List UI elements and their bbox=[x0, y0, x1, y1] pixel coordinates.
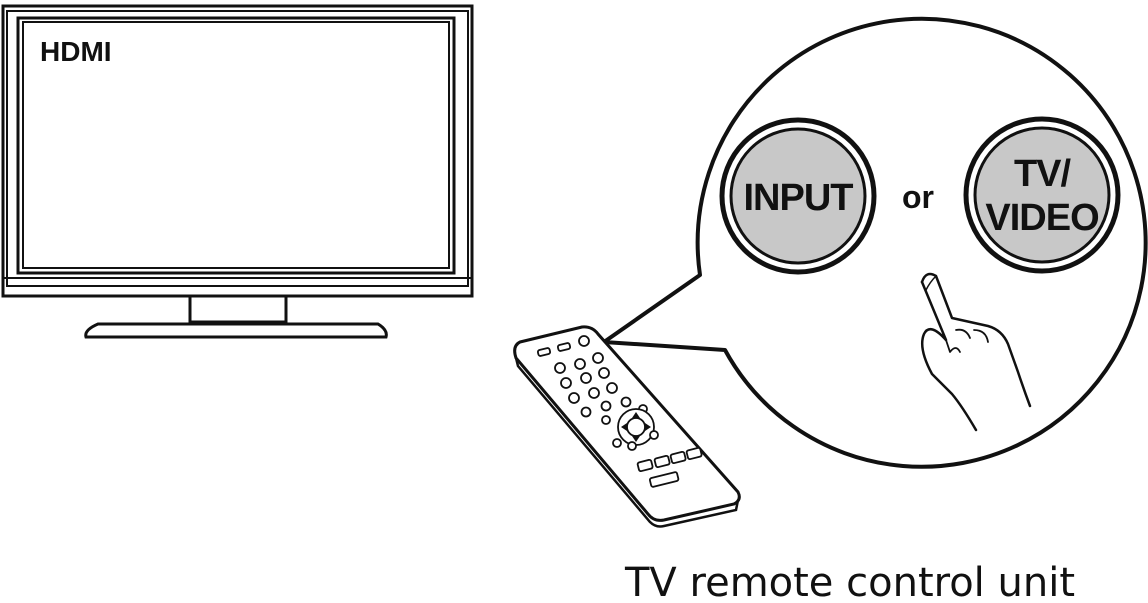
tv-video-button-face bbox=[973, 126, 1111, 264]
tv-inner-bezel bbox=[6, 10, 469, 287]
caption: TV remote control unit bbox=[624, 560, 1075, 603]
remote-control-icon bbox=[513, 325, 741, 528]
tv-video-button-label-line2: VIDEO bbox=[985, 197, 1098, 239]
tv-screen-label: HDMI bbox=[40, 36, 112, 67]
tv-screen bbox=[16, 16, 456, 275]
tv-video-button bbox=[963, 116, 1121, 274]
tv-screen-inner bbox=[22, 21, 450, 269]
tv-video-button-label-line1: TV/ bbox=[1014, 153, 1072, 195]
remote-side bbox=[514, 357, 740, 528]
input-button-label: INPUT bbox=[744, 177, 854, 219]
tv-stand-base bbox=[84, 322, 388, 339]
input-button bbox=[719, 117, 877, 275]
television bbox=[1, 4, 474, 339]
tv-stand-neck bbox=[188, 294, 288, 324]
input-button-face bbox=[729, 127, 867, 265]
or-label: or bbox=[902, 179, 934, 215]
pointing-hand-icon bbox=[920, 272, 1032, 432]
